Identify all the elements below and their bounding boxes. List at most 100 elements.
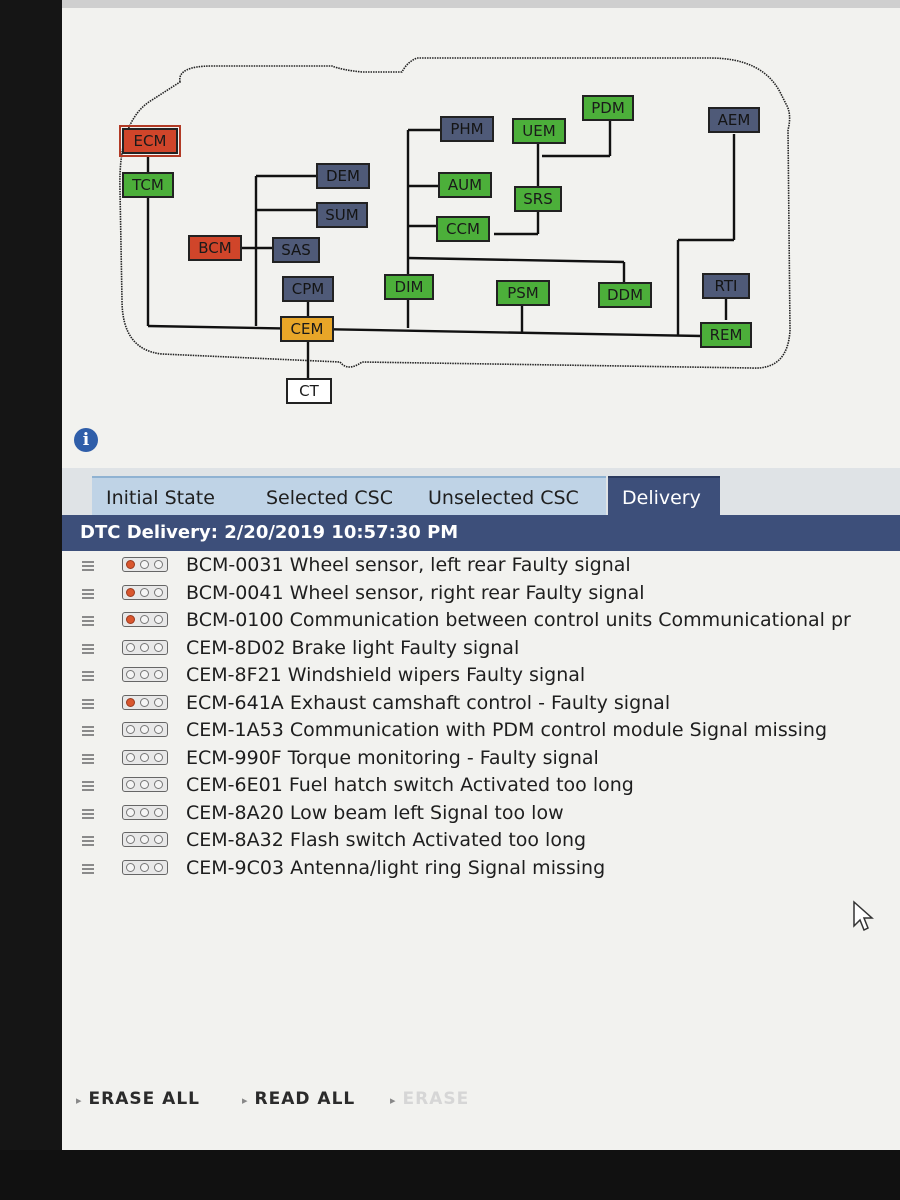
node-dim[interactable]: DIM	[384, 274, 434, 300]
status-lights-icon	[122, 694, 168, 710]
node-ccm[interactable]: CCM	[436, 216, 490, 242]
dtc-text: CEM-8F21 Windshield wipers Faulty signal	[186, 664, 586, 686]
dtc-row[interactable]: CEM-6E01 Fuel hatch switch Activated too…	[62, 773, 900, 801]
drag-handle-icon[interactable]	[82, 641, 94, 654]
drag-handle-icon[interactable]	[82, 614, 94, 626]
status-lights-icon	[122, 612, 168, 627]
status-lamp	[154, 807, 163, 817]
node-aum[interactable]: AUM	[438, 172, 492, 198]
dtc-text: CEM-6E01 Fuel hatch switch Activated too…	[186, 774, 634, 796]
dtc-row[interactable]: BCM-0031 Wheel sensor, left rear Faulty …	[62, 553, 900, 581]
info-icon[interactable]: i	[74, 428, 98, 452]
tab-unselected-csc[interactable]: Unselected CSC	[414, 476, 606, 520]
status-lamp	[140, 560, 149, 569]
status-lamp	[140, 615, 149, 624]
node-pdm[interactable]: PDM	[582, 95, 634, 121]
status-lights-icon	[122, 777, 168, 792]
status-lamp	[154, 587, 163, 597]
node-rem[interactable]: REM	[700, 322, 752, 348]
status-lamp	[126, 780, 135, 789]
node-aem[interactable]: AEM	[708, 107, 760, 133]
network-diagram: ECM TCM DEM SUM BCM SAS CPM CEM CT PHM U…	[62, 0, 900, 420]
drag-handle-icon[interactable]	[82, 696, 94, 709]
dtc-row[interactable]: CEM-8F21 Windshield wipers Faulty signal	[62, 663, 900, 691]
tab-delivery[interactable]: Delivery	[608, 476, 720, 520]
dtc-row[interactable]: CEM-8D02 Brake light Faulty signal	[62, 636, 900, 664]
drag-handle-icon[interactable]	[82, 559, 94, 571]
dtc-text: BCM-0100 Communication between control u…	[186, 609, 851, 631]
monitor-bezel-bottom	[0, 1150, 900, 1200]
tab-bar: Initial State Selected CSC Unselected CS…	[62, 468, 900, 522]
status-lamp	[126, 835, 135, 844]
dtc-row[interactable]: CEM-8A20 Low beam left Signal too low	[62, 801, 900, 829]
status-lamp	[154, 697, 163, 707]
tab-initial-state[interactable]: Initial State	[92, 476, 258, 520]
status-lamp	[154, 560, 163, 569]
dtc-row[interactable]: BCM-0100 Communication between control u…	[62, 608, 900, 636]
dtc-text: CEM-8A20 Low beam left Signal too low	[186, 801, 564, 824]
dtc-text: CEM-8D02 Brake light Faulty signal	[186, 636, 520, 659]
status-lights-icon	[122, 832, 168, 847]
chevron-right-icon: ▸	[390, 1094, 397, 1107]
read-all-label: READ ALL	[254, 1089, 356, 1109]
node-psm[interactable]: PSM	[496, 280, 550, 306]
node-ct[interactable]: CT	[286, 378, 332, 404]
dtc-header: DTC Delivery: 2/20/2019 10:57:30 PM	[62, 515, 900, 551]
dtc-text: CEM-1A53 Communication with PDM control …	[186, 719, 827, 741]
tab-selected-csc[interactable]: Selected CSC	[252, 476, 416, 520]
action-bar: ▸ERASE ALL ▸READ ALL ▸ERASE	[62, 1084, 900, 1114]
chevron-right-icon: ▸	[76, 1094, 83, 1107]
dtc-row[interactable]: ECM-990F Torque monitoring - Faulty sign…	[62, 746, 900, 774]
drag-handle-icon[interactable]	[82, 834, 94, 846]
drag-handle-icon[interactable]	[82, 586, 94, 599]
node-cpm[interactable]: CPM	[282, 276, 334, 302]
dtc-row[interactable]: ECM-641A Exhaust camshaft control - Faul…	[62, 691, 900, 719]
node-rti[interactable]: RTI	[702, 273, 750, 299]
dtc-row[interactable]: CEM-1A53 Communication with PDM control …	[62, 718, 900, 746]
status-lamp	[140, 780, 149, 789]
node-cem[interactable]: CEM	[280, 316, 334, 342]
dtc-row[interactable]: CEM-9C03 Antenna/light ring Signal missi…	[62, 856, 900, 884]
node-uem[interactable]: UEM	[512, 118, 566, 144]
node-sum[interactable]: SUM	[316, 202, 368, 228]
status-lights-icon	[122, 804, 168, 820]
node-sas[interactable]: SAS	[272, 237, 320, 263]
read-all-button[interactable]: ▸READ ALL	[242, 1084, 355, 1116]
status-lamp	[154, 835, 163, 844]
drag-handle-icon[interactable]	[82, 861, 94, 874]
node-dem[interactable]: DEM	[316, 163, 370, 189]
screen: ECM TCM DEM SUM BCM SAS CPM CEM CT PHM U…	[62, 0, 900, 1158]
node-tcm[interactable]: TCM	[122, 172, 174, 198]
dtc-row[interactable]: BCM-0041 Wheel sensor, right rear Faulty…	[62, 581, 900, 609]
drag-handle-icon[interactable]	[82, 751, 94, 764]
erase-button[interactable]: ▸ ERASE	[390, 1084, 469, 1116]
status-lamp	[126, 752, 135, 762]
erase-all-button[interactable]: ▸ERASE ALL	[76, 1084, 200, 1116]
status-lamp	[154, 752, 163, 762]
erase-label: ERASE	[402, 1089, 470, 1109]
node-ecm[interactable]: ECM	[119, 125, 181, 157]
node-bcm[interactable]: BCM	[188, 235, 242, 261]
status-lamp	[126, 587, 135, 597]
status-lamp	[126, 670, 135, 679]
dtc-text: BCM-0041 Wheel sensor, right rear Faulty…	[186, 581, 645, 604]
drag-handle-icon[interactable]	[82, 669, 94, 681]
node-phm[interactable]: PHM	[440, 116, 494, 142]
status-lamp	[140, 642, 149, 652]
dtc-text: CEM-8A32 Flash switch Activated too long	[186, 829, 587, 851]
status-lamp	[140, 725, 149, 734]
status-lamp	[140, 587, 149, 597]
status-lamp	[126, 642, 135, 652]
status-lights-icon	[122, 667, 168, 682]
node-srs[interactable]: SRS	[514, 186, 562, 212]
status-lights-icon	[122, 749, 168, 765]
drag-handle-icon[interactable]	[82, 806, 94, 819]
drag-handle-icon[interactable]	[82, 779, 94, 791]
dtc-row[interactable]: CEM-8A32 Flash switch Activated too long	[62, 828, 900, 856]
drag-handle-icon[interactable]	[82, 724, 94, 736]
monitor-bezel-left	[0, 0, 62, 1200]
status-lamp	[154, 615, 163, 624]
status-lamp	[126, 697, 135, 707]
status-lights-icon	[122, 859, 168, 875]
node-ddm[interactable]: DDM	[598, 282, 652, 308]
